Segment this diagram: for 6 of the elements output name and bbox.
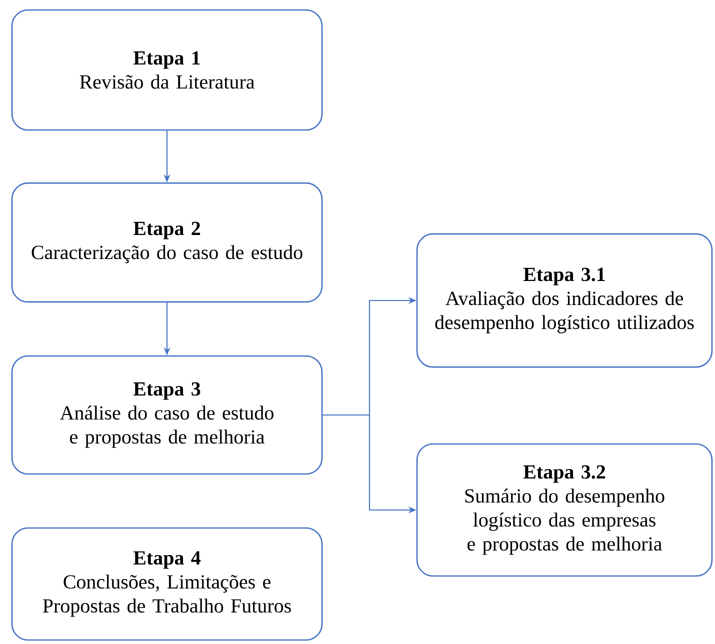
step-box: Etapa 1 Revisão da Literatura bbox=[11, 9, 323, 131]
step-box: Etapa 3.1 Avaliação dos indicadores de desempenho logístico utilizados bbox=[416, 233, 713, 368]
step-box: Etapa 4 Conclusões, Limitações e Propostas de Trabalho Futuros bbox=[11, 527, 323, 641]
step-box: Etapa 3.2 Sumário do desempenho logístico das empresas e propostas de melhoria bbox=[416, 443, 713, 577]
step-box: Etapa 2 Caracterização do caso de estudo bbox=[11, 182, 323, 303]
step-box: Etapa 3 Análise do caso de estudo e propostas de melhoria bbox=[11, 355, 323, 475]
